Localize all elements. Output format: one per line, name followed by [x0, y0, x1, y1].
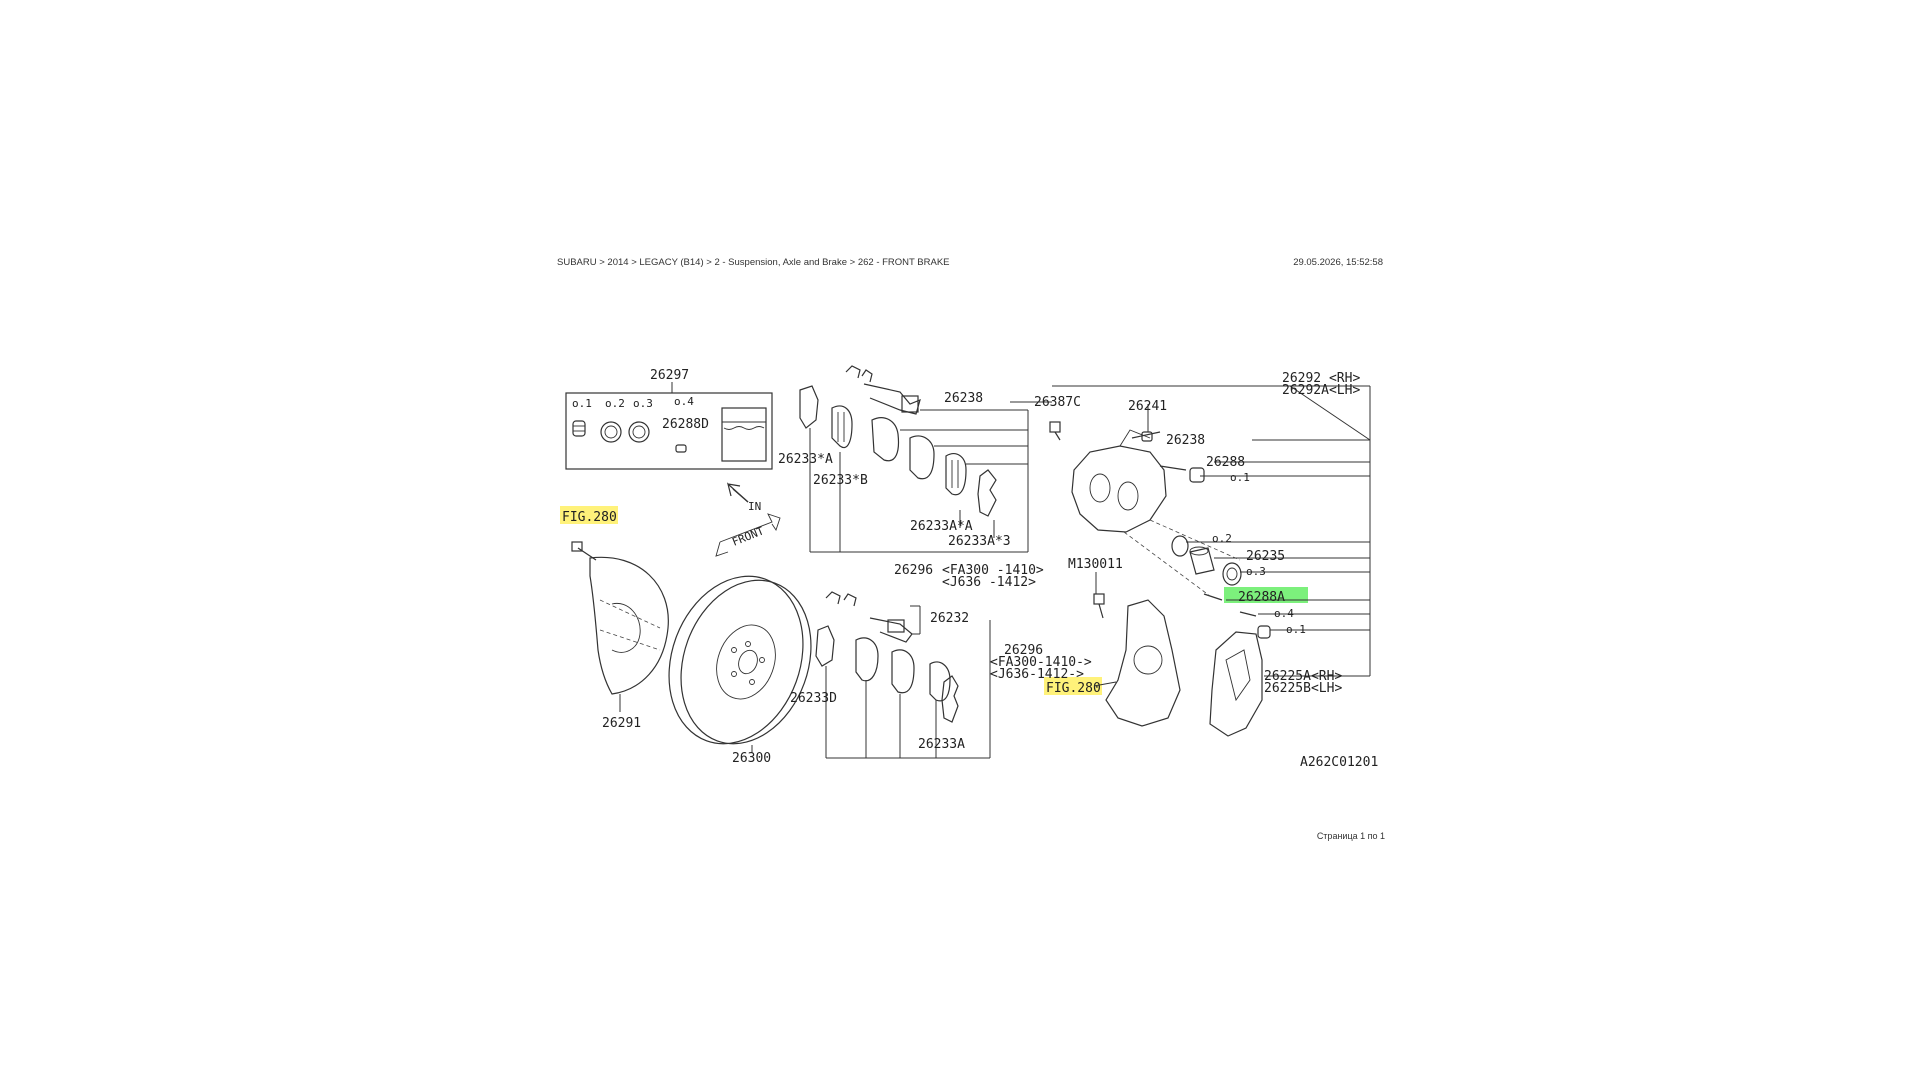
label-clip-bottom: 26232: [930, 611, 969, 626]
breadcrumb: SUBARU > 2014 > LEGACY (B14) > 2 - Suspe…: [557, 257, 950, 268]
label-kit-o2: o.2: [605, 397, 625, 410]
caliper-assembly: [1010, 385, 1371, 737]
label-kit-o1: o.1: [572, 397, 592, 410]
label-piston: 26235: [1246, 549, 1285, 564]
fig-ref-mid[interactable]: FIG.280: [1046, 681, 1101, 696]
fig-ref-top[interactable]: FIG.280: [562, 510, 617, 525]
in-arrow-icon: [726, 482, 749, 503]
pin-icon: [675, 444, 687, 453]
dust-seal-icon: [628, 421, 650, 443]
seal-kit-group: [565, 382, 773, 470]
label-in: IN: [748, 500, 761, 513]
label-clip-top: 26238: [944, 391, 983, 406]
label-pad-set-bottom-1: 26296: [1004, 643, 1043, 658]
highlight-guide: [1224, 587, 1308, 603]
label-pad-3: 26233A*3: [948, 534, 1011, 549]
label-o1b: o.1: [1286, 623, 1306, 636]
label-kit-o4: o.4: [674, 395, 694, 408]
label-bolt-m: M130011: [1068, 557, 1123, 572]
label-support-rh: 26225A<RH>: [1264, 669, 1342, 684]
print-timestamp: 29.05.2026, 15:52:58: [1293, 257, 1383, 268]
label-o2: o.2: [1212, 532, 1232, 545]
lower-pad-set: [815, 591, 991, 759]
highlight-fig280-mid: [1044, 677, 1102, 695]
seal-kit-box: [565, 392, 773, 470]
label-boot: 26288: [1206, 455, 1245, 470]
label-caliper-rh: 26292 <RH>: [1282, 371, 1360, 386]
label-pad-set-bottom-3: <J636-1412->: [990, 667, 1084, 682]
highlight-fig280-top: [560, 506, 618, 524]
label-kit-part: 26288D: [662, 417, 709, 432]
label-pad-a-left: 26233*A: [778, 452, 833, 467]
label-bleeder: 26387C: [1034, 395, 1081, 410]
dust-shield: [571, 541, 669, 712]
label-rotor: 26300: [732, 751, 771, 766]
figure-code: A262C01201: [1300, 755, 1378, 770]
label-pad-d: 26233D: [790, 691, 837, 706]
label-pin-bolt: 26238: [1166, 433, 1205, 448]
boot-icon: [572, 420, 586, 437]
page-counter: Страница 1 по 1: [1316, 831, 1385, 841]
label-shield: 26291: [602, 716, 641, 731]
label-o1a: o.1: [1230, 471, 1250, 484]
label-pad-set-bottom-2: <FA300-1410->: [990, 655, 1092, 670]
piston-seal-icon: [600, 421, 622, 443]
label-bleeder-cap: 26241: [1128, 399, 1167, 414]
label-o3: o.3: [1246, 565, 1266, 578]
label-pad-b-left: 26233*B: [813, 473, 868, 488]
label-caliper-lh: 26292A<LH>: [1282, 383, 1360, 398]
upper-pad-set: [799, 365, 1029, 553]
label-pad-set-top-2: <FA300 -1410>: [942, 563, 1044, 578]
label-pad-set-top-3: <J636 -1412>: [942, 575, 1036, 590]
label-o4: o.4: [1274, 607, 1294, 620]
label-front: FRONT: [730, 524, 766, 549]
label-kit-o3: o.3: [633, 397, 653, 410]
label-kit: 26297: [650, 368, 689, 383]
label-support-lh: 26225B<LH>: [1264, 681, 1342, 696]
label-pad-a-right: 26233A*A: [910, 519, 973, 534]
label-pad-set-top-1: 26296: [894, 563, 933, 578]
label-guide: 26288A: [1238, 590, 1285, 605]
grease-pack-icon: [721, 407, 767, 462]
brake-rotor: [668, 575, 812, 752]
label-pad-a-bottom: 26233A: [918, 737, 965, 752]
front-arrow-icon: [715, 513, 781, 557]
